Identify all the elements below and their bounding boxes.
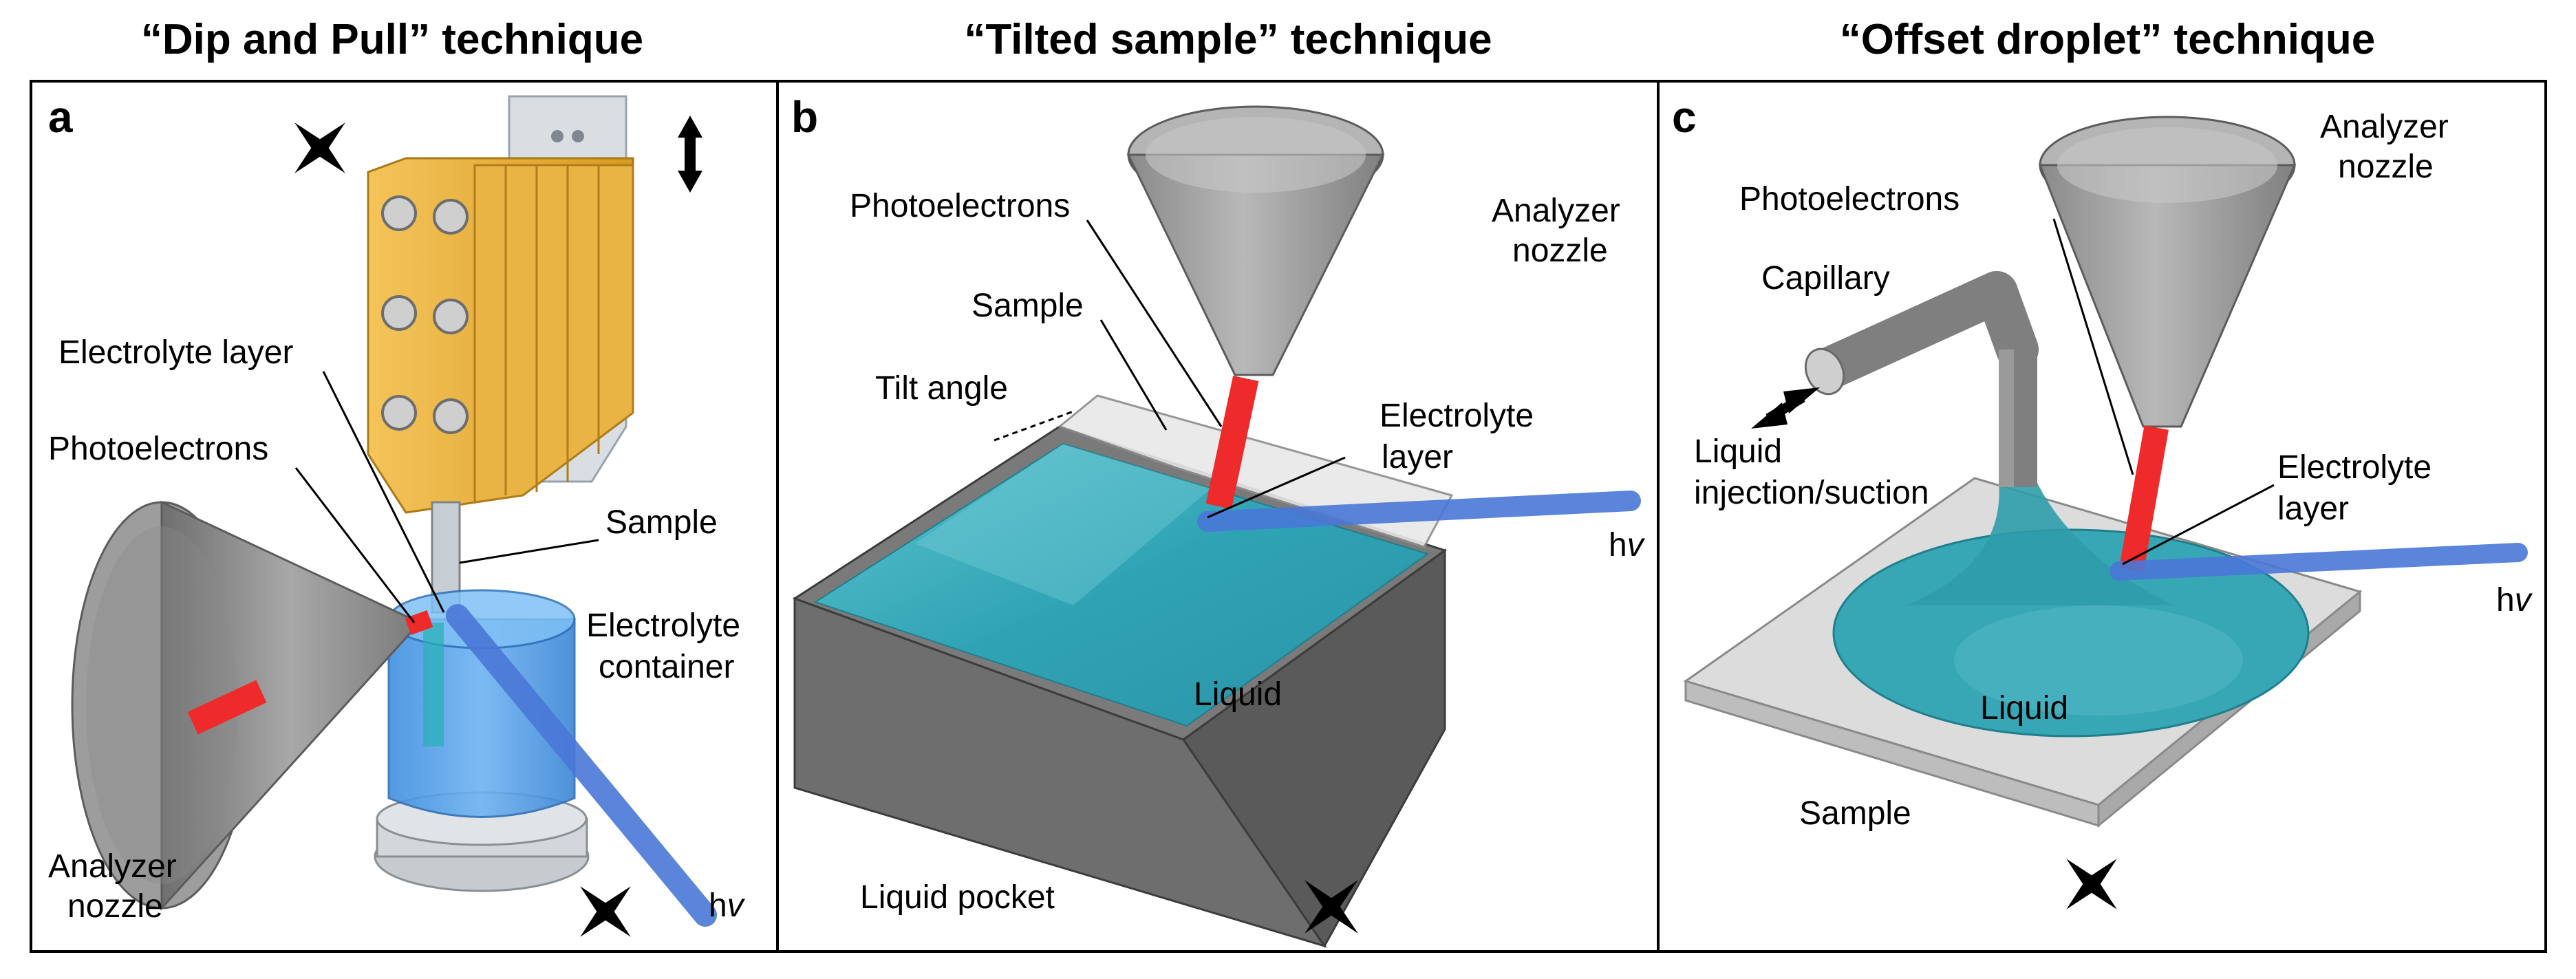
label-hv-c: hv [2496,582,2533,618]
label-analyzer-a-2: nozzle [67,888,163,925]
panel-b-letter: b [791,92,818,142]
label-electrolyte-c-1: Electrolyte [2277,449,2432,486]
panel-c-letter: c [1672,92,1697,142]
label-liquid-b: Liquid [1194,676,1282,713]
label-sample-a: Sample [605,504,718,541]
photoelectron-beam-b [1205,376,1259,509]
liquid-neck [1906,482,2174,605]
label-tilt-angle: Tilt angle [875,370,1008,407]
label-hv-b: hv [1609,527,1646,563]
label-sample-c: Sample [1799,795,1911,832]
motion-star-c [2066,859,2117,910]
panel-b: b Photoelectrons Analyzer nozzle Sample [791,92,1646,948]
panel-a: a [48,92,746,937]
label-capillary: Capillary [1761,260,1890,297]
xray-beam-b [1197,491,1641,532]
capillary [1804,271,2039,487]
label-liquid-c: Liquid [1980,690,2068,727]
label-liquid-injection-2: injection/suction [1694,475,1929,511]
photoelectron-beam-a [187,680,267,735]
label-electrolyte-container-2: container [599,649,734,685]
label-sample-b: Sample [972,288,1084,324]
label-analyzer-c-2: nozzle [2338,149,2434,185]
xray-beam-a [446,604,717,927]
label-liquid-pocket: Liquid pocket [860,879,1055,916]
panel-c: c [1672,92,2533,910]
label-liquid-injection-1: Liquid [1694,433,1782,470]
motion-star-a-bottom [580,886,631,937]
label-electrolyte-layer-a: Electrolyte layer [58,334,293,371]
holder-screws [381,195,469,434]
xray-beam-c [2110,543,2528,581]
vertical-motion-arrow [678,116,702,193]
title-offset-droplet: “Offset droplet” technique [1840,16,2375,63]
injection-arrow [1751,387,1820,429]
label-electrolyte-container-1: Electrolyte [586,607,740,644]
label-electrolyte-c-2: layer [2277,491,2349,527]
label-electrolyte-b-2: layer [1382,439,1453,475]
panel-a-letter: a [48,92,73,142]
label-photoelectrons-a: Photoelectrons [48,431,268,467]
motion-star-a-top [294,122,345,173]
label-photoelectrons-b: Photoelectrons [850,188,1070,224]
title-tilted-sample: “Tilted sample” technique [964,16,1492,63]
label-analyzer-c-1: Analyzer [2320,109,2449,145]
label-hv-a: hv [709,887,746,924]
label-analyzer-a-1: Analyzer [48,848,177,885]
label-analyzer-b-2: nozzle [1512,233,1608,269]
label-photoelectrons-c: Photoelectrons [1739,181,1960,217]
label-analyzer-b-1: Analyzer [1492,193,1620,229]
title-dip-and-pull: “Dip and Pull” technique [141,16,643,63]
label-electrolyte-b-1: Electrolyte [1380,398,1534,434]
motion-star-b [1305,880,1358,934]
photoelectron-beam-c [2119,425,2169,572]
panel-c-frame [1657,80,2547,953]
